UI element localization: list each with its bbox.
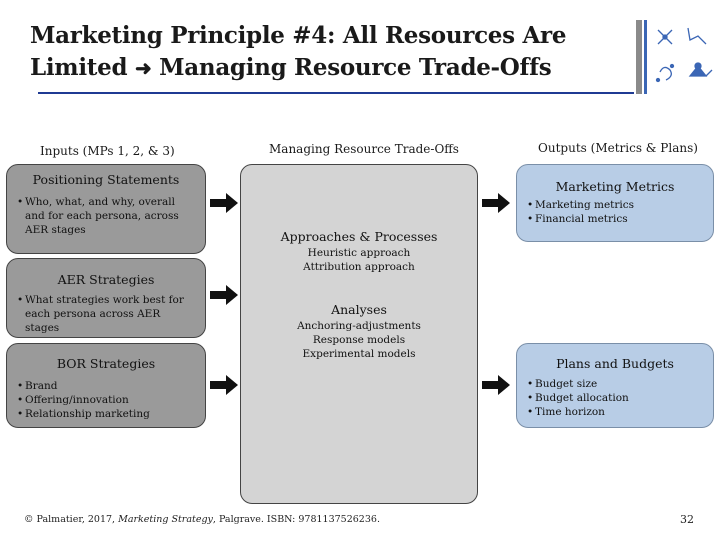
output-box-title: Marketing Metrics	[555, 179, 675, 194]
outputs-column-header: Outputs (Metrics & Plans)	[538, 141, 698, 155]
center-line: Anchoring-adjustments	[297, 320, 421, 332]
footer-before: © Palmatier, 2017,	[24, 514, 119, 525]
center-line: Response models	[312, 334, 406, 346]
bullet-item: Who, what, and why, overall and for each…	[15, 195, 195, 237]
right-arrow-icon: ➜	[134, 56, 152, 80]
input-box-title: BOR Strategies	[56, 356, 156, 371]
title-line-1: Marketing Principle #4: All Resources Ar…	[30, 22, 567, 49]
input-box-positioning: Positioning Statements Who, what, and wh…	[6, 164, 206, 254]
title-line-2-before: Limited	[30, 54, 128, 81]
logo-bar-gray	[636, 20, 642, 94]
center-line: Experimental models	[302, 348, 416, 360]
input-box-bor: BOR Strategies Brand Offering/innovation…	[6, 343, 206, 428]
footer-after: , Palgrave. ISBN: 9781137526236.	[212, 514, 380, 525]
logo-icon	[655, 27, 713, 83]
bullet-item: Marketing metrics	[525, 198, 705, 212]
center-process-box: Approaches & Processes Heuristic approac…	[240, 164, 478, 504]
input-box-title: Positioning Statements	[32, 172, 180, 187]
bullet-item: What strategies work best for each perso…	[15, 293, 195, 335]
right-arrow-icon	[210, 375, 238, 395]
center-line: Attribution approach	[303, 261, 415, 273]
output-box-metrics: Marketing Metrics Marketing metrics Fina…	[516, 164, 714, 242]
input-box-bullets: Who, what, and why, overall and for each…	[15, 195, 195, 237]
title-underline	[38, 92, 634, 94]
bullet-item: Brand	[15, 379, 195, 393]
right-arrow-icon	[482, 193, 510, 213]
input-box-aer: AER Strategies What strategies work best…	[6, 258, 206, 338]
right-arrow-icon	[482, 375, 510, 395]
footer-italic: Marketing Strategy	[118, 514, 213, 525]
center-section-title: Approaches & Processes	[280, 229, 438, 244]
input-box-title: AER Strategies	[57, 272, 155, 287]
output-box-title: Plans and Budgets	[556, 356, 674, 371]
bullet-item: Budget size	[525, 377, 705, 391]
input-box-bullets: What strategies work best for each perso…	[15, 293, 195, 335]
right-arrow-icon	[210, 193, 238, 213]
bullet-item: Time horizon	[525, 405, 705, 419]
inputs-column-header: Inputs (MPs 1, 2, & 3)	[40, 144, 175, 158]
slide-title: Marketing Principle #4: All Resources Ar…	[30, 20, 630, 84]
input-box-bullets: Brand Offering/innovation Relationship m…	[15, 379, 195, 421]
center-section-lines: Anchoring-adjustments Response models Ex…	[241, 319, 477, 361]
center-column-header: Managing Resource Trade-Offs	[269, 142, 459, 156]
bullet-item: Relationship marketing	[15, 407, 195, 421]
bullet-item: Financial metrics	[525, 212, 705, 226]
logo-bar-blue	[644, 20, 647, 94]
title-line-2-after: Managing Resource Trade-Offs	[159, 54, 552, 81]
center-line: Heuristic approach	[307, 247, 411, 259]
bullet-item: Offering/innovation	[15, 393, 195, 407]
title-line-2: Limited ➜ Managing Resource Trade-Offs	[30, 52, 630, 84]
footer-citation: © Palmatier, 2017, Marketing Strategy, P…	[24, 514, 380, 525]
right-arrow-icon	[210, 285, 238, 305]
center-section-lines: Heuristic approach Attribution approach	[241, 246, 477, 274]
output-box-bullets: Budget size Budget allocation Time horiz…	[525, 377, 705, 419]
bullet-item: Budget allocation	[525, 391, 705, 405]
output-box-bullets: Marketing metrics Financial metrics	[525, 198, 705, 226]
output-box-plans: Plans and Budgets Budget size Budget all…	[516, 343, 714, 428]
page-number: 32	[680, 513, 694, 526]
center-section-title: Analyses	[331, 302, 387, 317]
